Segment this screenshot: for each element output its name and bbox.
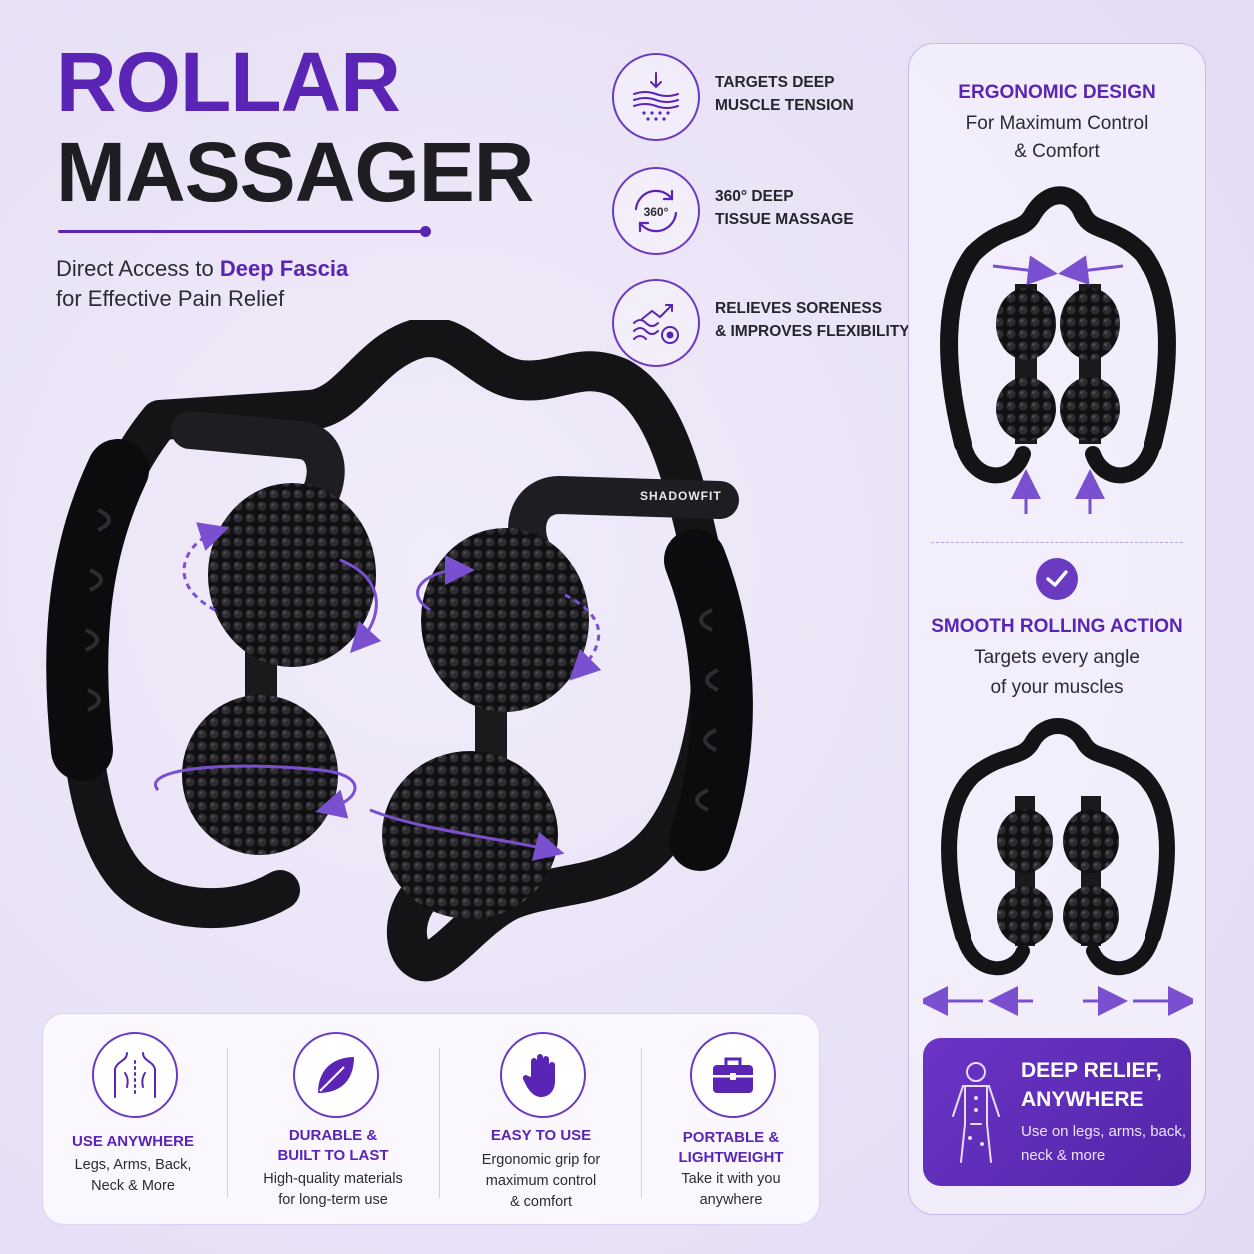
benefit-heading: EASY TO USE	[490, 1127, 592, 1144]
benefit-durable: DURABLE & BUILT TO LAST High-quality mat…	[231, 1014, 435, 1224]
feature-line1: RELIEVES SORENESS	[715, 300, 883, 317]
feature-label: RELIEVES SORENESS & IMPROVES FLEXIBILITY	[715, 297, 910, 343]
rotation-360-badge: 360°	[644, 205, 669, 219]
benefit-heading: DURABLE & BUILT TO LAST	[277, 1127, 389, 1164]
benefit-heading: PORTABLE & LIGHTWEIGHT	[678, 1129, 784, 1166]
deep-relief-text: Use on legs, arms, back, neck & more	[1021, 1123, 1187, 1164]
panel-divider	[931, 542, 1183, 543]
brand-label: SHADOWFIT	[640, 489, 722, 503]
benefit-text: Legs, Arms, Back, Neck & More	[74, 1157, 192, 1194]
muscle-layers-icon	[612, 53, 700, 141]
subtitle-text: Direct Access to	[56, 256, 220, 281]
title-underline-dot	[420, 226, 431, 237]
check-icon	[1036, 558, 1078, 600]
deep-relief-card: DEEP RELIEF, ANYWHERE Use on legs, arms,…	[923, 1038, 1191, 1186]
flexibility-icon	[612, 279, 700, 367]
feature-deep-tension: TARGETS DEEP MUSCLE TENSION	[612, 53, 912, 141]
benefit-divider	[439, 1048, 440, 1198]
rolling-line1: Targets every angle	[974, 647, 1140, 668]
benefit-text: Ergonomic grip for maximum control & com…	[481, 1152, 601, 1210]
benefit-easy-to-use: EASY TO USE Ergonomic grip for maximum c…	[443, 1014, 639, 1224]
benefits-panel: USE ANYWHERE Legs, Arms, Back, Neck & Mo…	[42, 1013, 820, 1225]
body-figure-icon	[952, 1062, 1000, 1163]
product-image: SHADOWFIT	[40, 317, 780, 1025]
leaf-icon	[293, 1032, 379, 1118]
right-panel: ERGONOMIC DESIGN For Maximum Control & C…	[908, 43, 1206, 1215]
feature-line1: TARGETS DEEP	[715, 74, 835, 91]
briefcase-icon	[690, 1032, 776, 1118]
rotation-360-icon: 360°	[612, 167, 700, 255]
benefit-use-anywhere: USE ANYWHERE Legs, Arms, Back, Neck & Mo…	[43, 1014, 223, 1224]
benefit-text: High-quality materials for long-term use	[263, 1171, 403, 1208]
benefit-portable: PORTABLE & LIGHTWEIGHT Take it with you …	[643, 1014, 819, 1224]
ergonomic-line1: For Maximum Control	[965, 113, 1149, 134]
ergonomic-heading: ERGONOMIC DESIGN	[958, 82, 1156, 103]
subtitle-line2: for Effective Pain Relief	[56, 286, 285, 311]
body-back-icon	[92, 1032, 178, 1118]
title-massager: MASSAGER	[56, 125, 534, 219]
feature-line2: MUSCLE TENSION	[715, 97, 854, 114]
title-rollar: ROLLAR	[56, 35, 401, 129]
feature-label: 360° DEEP TISSUE MASSAGE	[715, 185, 854, 231]
feature-label: TARGETS DEEP MUSCLE TENSION	[715, 71, 854, 117]
rolling-product-image	[923, 718, 1193, 1016]
subtitle-highlight: Deep Fascia	[219, 256, 349, 281]
feature-line2: & IMPROVES FLEXIBILITY	[715, 323, 910, 340]
benefit-divider	[641, 1048, 642, 1198]
subtitle: Direct Access to Deep Fascia for Effecti…	[56, 254, 348, 314]
rolling-heading: SMOOTH ROLLING ACTION	[931, 616, 1183, 637]
feature-flexibility: RELIEVES SORENESS & IMPROVES FLEXIBILITY	[612, 279, 912, 367]
benefit-heading: USE ANYWHERE	[72, 1133, 194, 1150]
deep-relief-heading: DEEP RELIEF, ANYWHERE	[1021, 1059, 1162, 1111]
benefit-divider	[227, 1048, 228, 1198]
feature-line2: TISSUE MASSAGE	[715, 211, 854, 228]
feature-line1: 360° DEEP	[715, 188, 794, 205]
title-underline	[58, 230, 424, 233]
feature-360-massage: 360° 360° DEEP TISSUE MASSAGE	[612, 167, 912, 255]
rolling-line2: of your muscles	[990, 677, 1124, 698]
ergonomic-product-image	[940, 186, 1176, 514]
hand-icon	[500, 1032, 586, 1118]
benefit-text: Take it with you anywhere	[681, 1171, 781, 1208]
ergonomic-line2: & Comfort	[1014, 141, 1100, 162]
